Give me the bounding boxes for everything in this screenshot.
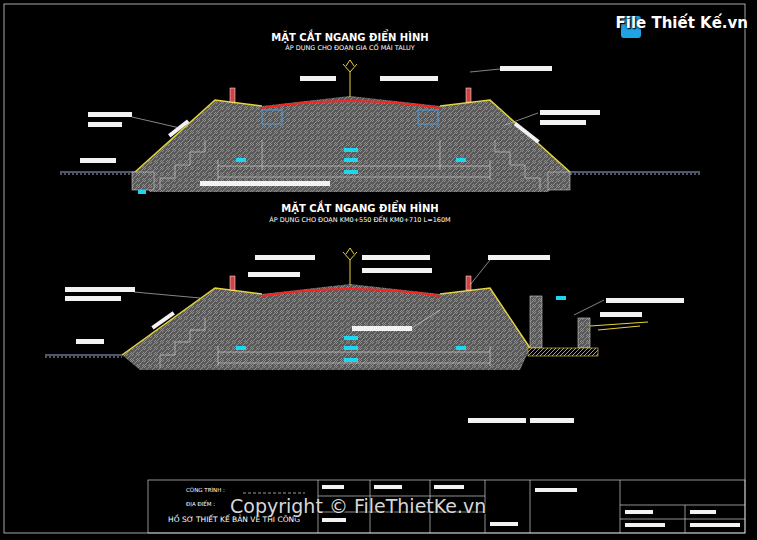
section-two [45, 248, 684, 423]
section-one [60, 60, 700, 194]
title-text: HỒ SƠ THIẾT KẾ BẢN VẼ THI CÔNG [168, 516, 300, 524]
title-field: CÔNG TRÌNH : [186, 487, 225, 493]
section-subtitle: ÁP DỤNG CHO ĐOẠN GIA CỐ MÁI TALUY [285, 45, 414, 52]
watermark: Copyright © FileThietKe.vn [230, 496, 486, 517]
logo-text: File Thiết Kế.vn [616, 15, 749, 32]
title-block [148, 480, 745, 533]
section-heading: MẶT CẮT NGANG ĐIỂN HÌNH [281, 203, 438, 214]
section-subtitle: ÁP DỤNG CHO ĐOẠN KM0+550 ĐẾN KM0+710 L=1… [269, 217, 450, 224]
section-heading: MẶT CẮT NGANG ĐIỂN HÌNH [271, 32, 428, 43]
title-field: ĐỊA ĐIỂM : [186, 501, 215, 507]
